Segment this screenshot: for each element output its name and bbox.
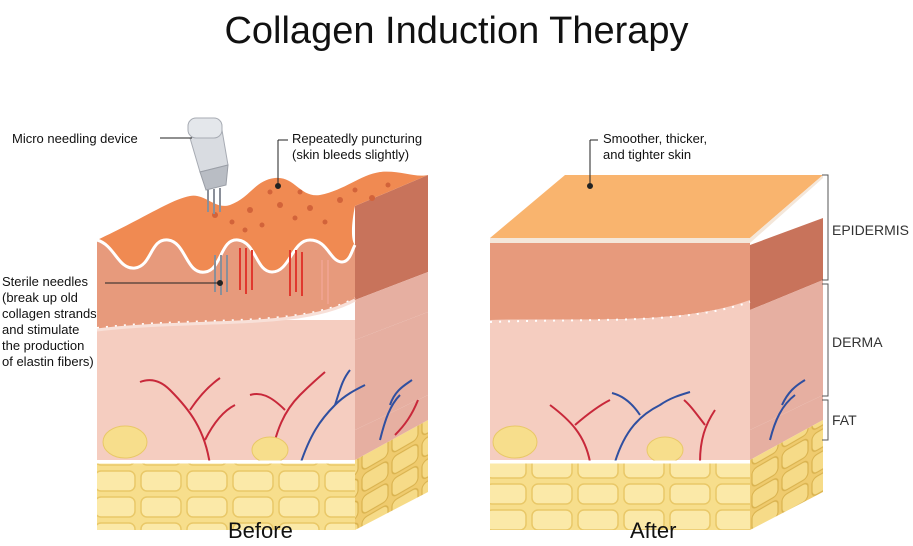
sterile-needles [214,255,228,295]
epidermis-label: EPIDERMIS [832,222,910,238]
puncture-marks [212,182,391,233]
before-side-fat [355,420,428,530]
needles-label-line-5: the production [2,338,85,353]
after-caption: After [630,518,677,543]
before-side-derma-upper [355,272,428,340]
before-side-derma [355,312,428,430]
layer-brackets [822,174,829,441]
before-side-epidermis [355,175,428,300]
result-label-line-1: Smoother, thicker, [603,131,708,146]
bleeding-marks [239,248,329,304]
needles-label-line-3: collagen strands [2,306,97,321]
needles-label-line-4: and stimulate [2,322,80,337]
needles-label-line-6: of elastin fibers) [2,354,94,369]
micro-needling-device [187,117,229,214]
after-epidermis-top [490,175,823,238]
before-fat [97,462,355,530]
leader-lines [105,137,598,286]
after-skin-block [489,175,823,530]
result-label: Smoother, thicker, and tighter skin [603,131,707,163]
fat-label: FAT [832,412,857,428]
result-label-line-2: and tighter skin [603,147,692,162]
diagram-title: Collagen Induction Therapy [224,10,689,52]
device-label: Micro needling device [12,131,138,146]
puncture-label-line-2: (skin bleeds slightly) [292,147,410,162]
derma-label: DERMA [832,334,883,350]
puncture-label: Repeatedly puncturing (skin bleeds sligh… [292,131,422,163]
needles-label: Sterile needles (break up old collagen s… [2,274,97,370]
before-caption: Before [228,518,293,543]
needles-label-line-1: Sterile needles [2,274,88,289]
needles-label-line-2: (break up old [2,290,78,305]
after-fat [490,462,750,530]
after-blood-vessels [549,379,806,463]
puncture-label-line-1: Repeatedly puncturing [292,131,423,146]
before-blood-vessels [139,369,419,466]
before-skin-block [96,117,428,530]
